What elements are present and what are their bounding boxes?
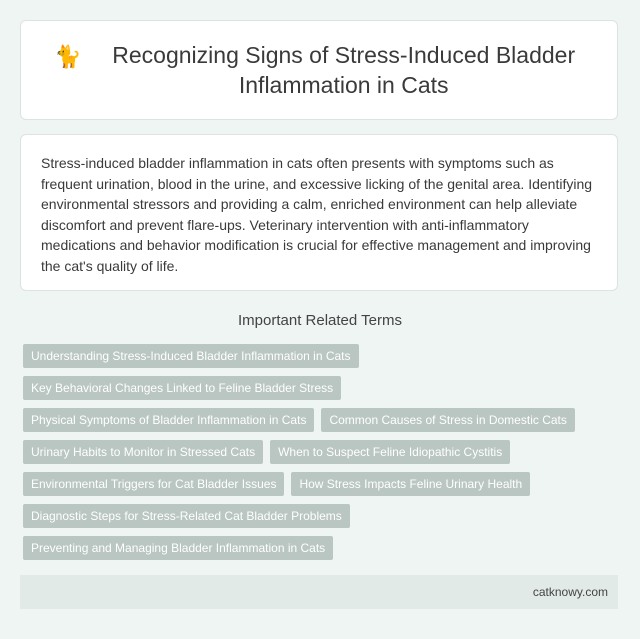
summary-card: Stress-induced bladder inflammation in c… xyxy=(20,134,618,291)
related-term-tag[interactable]: Key Behavioral Changes Linked to Feline … xyxy=(23,376,342,400)
related-term-tag[interactable]: When to Suspect Feline Idiopathic Cystit… xyxy=(270,440,511,464)
related-term-tag[interactable]: Physical Symptoms of Bladder Inflammatio… xyxy=(23,408,315,432)
related-terms-heading: Important Related Terms xyxy=(238,312,402,329)
related-term-tag[interactable]: How Stress Impacts Feline Urinary Health xyxy=(291,472,531,496)
title-card: 🐈 Recognizing Signs of Stress-Induced Bl… xyxy=(20,20,618,120)
site-name[interactable]: catknowy.com xyxy=(532,585,608,599)
summary-text: Stress-induced bladder inflammation in c… xyxy=(41,155,593,274)
related-term-tag[interactable]: Urinary Habits to Monitor in Stressed Ca… xyxy=(23,440,264,464)
related-terms-list: Understanding Stress-Induced Bladder Inf… xyxy=(23,344,583,568)
title-wrap: 🐈 Recognizing Signs of Stress-Induced Bl… xyxy=(54,40,583,100)
footer: catknowy.com xyxy=(20,575,618,609)
related-term-tag[interactable]: Common Causes of Stress in Domestic Cats xyxy=(321,408,575,432)
related-term-tag[interactable]: Understanding Stress-Induced Bladder Inf… xyxy=(23,344,359,368)
cat-icon: 🐈 xyxy=(54,44,82,69)
related-term-tag[interactable]: Diagnostic Steps for Stress-Related Cat … xyxy=(23,504,350,528)
related-term-tag[interactable]: Environmental Triggers for Cat Bladder I… xyxy=(23,472,285,496)
page-title: Recognizing Signs of Stress-Induced Blad… xyxy=(112,42,576,98)
related-term-tag[interactable]: Preventing and Managing Bladder Inflamma… xyxy=(23,536,334,560)
